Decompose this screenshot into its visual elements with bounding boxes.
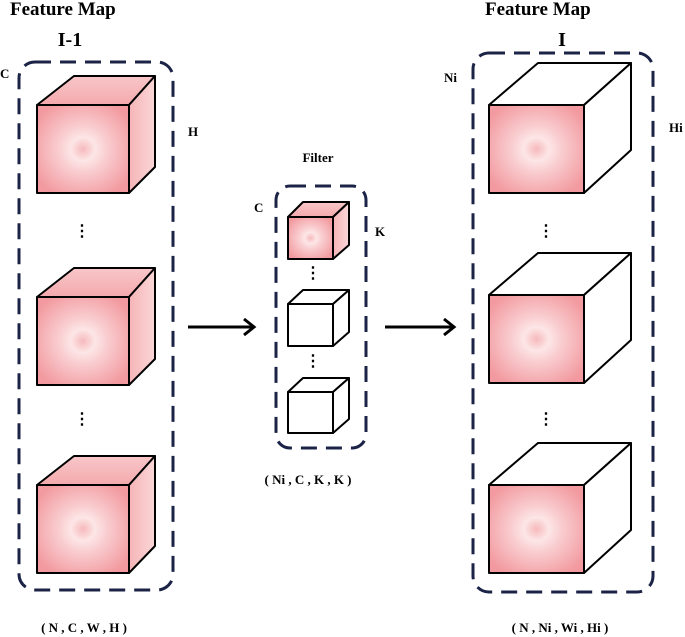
right-heading: Feature Map [485,0,591,20]
filter-kernel-cube [287,201,350,260]
left-heading: Feature Map [10,0,116,20]
left-height-label: H [188,124,198,139]
filter-kernel-label: K [375,224,386,239]
filter-group: Filter C K ⋮ ⋮ ( Ni , C , K , K ) [254,150,386,487]
right-layer-label: I [558,29,566,51]
output-cube [488,442,632,574]
arrow-to-filter [188,317,257,337]
right-ellipsis-2: ⋮ [538,411,554,428]
right-dashed-frame [471,51,655,594]
filter-dashed-frame [274,184,368,450]
filter-channel-label: C [254,200,263,215]
output-cube [488,252,632,384]
left-layer-label: I-1 [58,29,82,51]
right-dimensions: ( N , Ni , Wi , Hi ) [512,620,609,635]
right-height-label: Hi [669,120,683,135]
right-feature-map: Feature Map I Ni Hi ⋮ ⋮ ( N , Ni , Wi , … [444,0,683,635]
left-channel-label: C [0,66,9,81]
input-cube [36,455,156,574]
right-channel-label: Ni [444,70,457,85]
arrow-to-output [385,317,457,337]
left-dimensions: ( N , C , W , H ) [41,620,127,635]
output-cube [488,62,632,194]
filter-ellipsis-1: ⋮ [305,265,321,282]
filter-kernel-cube [287,377,350,434]
input-cube [36,75,156,194]
left-feature-map: Feature Map I-1 C H ⋮ ⋮ ( N , C , W , H … [0,0,198,635]
filter-ellipsis-2: ⋮ [305,353,321,370]
input-cube [36,267,156,386]
left-ellipsis-2: ⋮ [74,411,90,428]
filter-dimensions: ( Ni , C , K , K ) [264,472,351,487]
left-ellipsis-1: ⋮ [74,223,90,240]
filter-heading: Filter [302,150,333,165]
right-ellipsis-1: ⋮ [538,223,554,240]
filter-kernel-cube [287,289,350,347]
left-dashed-frame [17,60,175,592]
